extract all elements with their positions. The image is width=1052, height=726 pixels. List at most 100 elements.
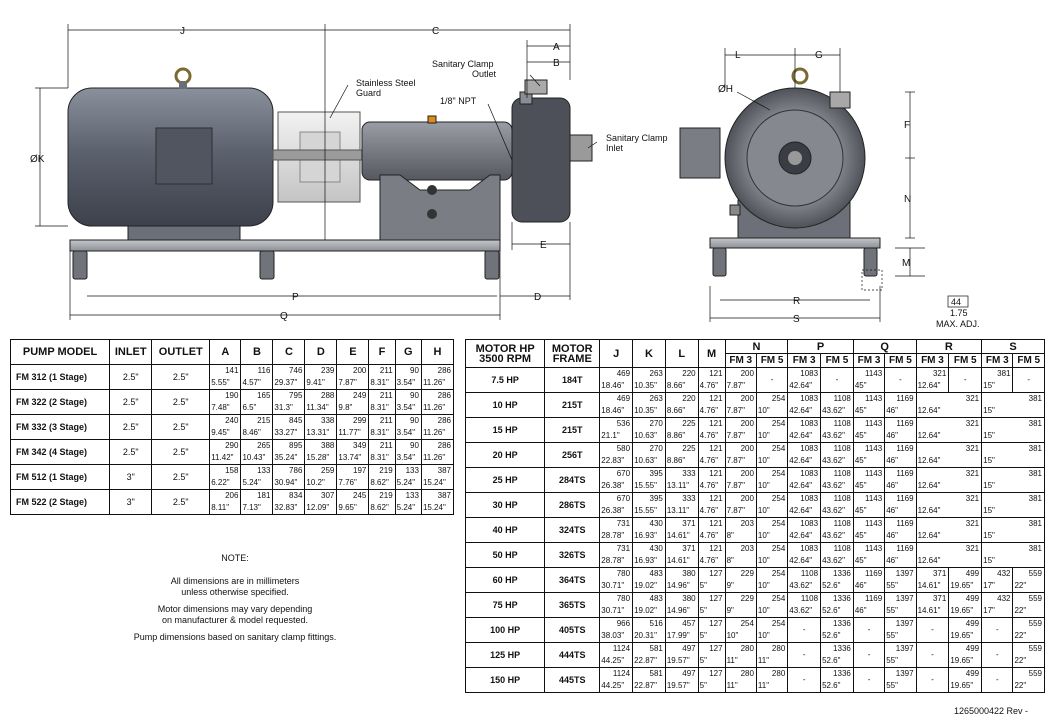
dim-G: G xyxy=(815,50,823,61)
value-inch: 11.26" xyxy=(422,403,446,412)
dim-H: ØH xyxy=(718,84,733,95)
value-mm: 249 xyxy=(353,391,367,400)
value-mm: 381 xyxy=(1028,444,1042,453)
value-mm: 321 xyxy=(965,544,980,553)
value-mm: 1336 xyxy=(833,669,851,678)
value-inch: 5.55" xyxy=(211,378,230,387)
value-inch: 42.64" xyxy=(789,481,813,490)
pump-inlet: 2.5" xyxy=(109,364,153,390)
value-inch: 16.93" xyxy=(634,531,657,540)
value-inch: 44.25" xyxy=(601,681,625,690)
value-mm: 469 xyxy=(616,369,631,378)
dim-C: C xyxy=(432,26,439,37)
value-mm: 1143 xyxy=(865,494,883,503)
motor-header-q: Q xyxy=(852,339,917,354)
motor-subheader-r-fm5: FM 5 xyxy=(948,353,983,368)
value-inch: 13.31" xyxy=(306,428,330,437)
value-mm: 1169 xyxy=(896,394,914,403)
value-inch: 15" xyxy=(983,556,995,565)
value-inch: 10" xyxy=(757,581,770,590)
motor-dim-r-fm3: - xyxy=(915,617,950,643)
value-inch: 46" xyxy=(886,431,898,440)
value-inch: 52.6" xyxy=(822,606,841,615)
value-mm: 1143 xyxy=(865,444,883,453)
value-inch: 17" xyxy=(983,606,995,615)
motor-dim-p-fm3: - xyxy=(787,642,822,668)
value-inch: 10" xyxy=(757,531,770,540)
value-inch: 26.38" xyxy=(601,481,625,490)
value-inch: 19.65" xyxy=(950,656,974,665)
value-inch: 55" xyxy=(886,631,898,640)
value-mm: 280 xyxy=(740,669,754,678)
dim-K: ØK xyxy=(30,154,45,165)
value-inch: 8.86" xyxy=(666,456,686,465)
value-mm: 286 xyxy=(437,416,451,425)
dim-R: R xyxy=(793,296,800,307)
callout-inlet-1: Sanitary Clamp xyxy=(606,133,668,143)
value-mm: 239 xyxy=(321,366,335,375)
value-mm: 200 xyxy=(740,369,754,378)
value-inch: 55" xyxy=(886,581,898,590)
value-mm: 1124 xyxy=(612,669,631,678)
value-mm: 121 xyxy=(709,419,723,428)
value-mm: 280 xyxy=(740,644,754,653)
motor-hp: 75 HP xyxy=(464,592,546,618)
oil-cap xyxy=(427,115,437,124)
value-inch: 7.87" xyxy=(726,406,745,415)
value-mm: 200 xyxy=(740,419,754,428)
value-mm: 1169 xyxy=(896,544,914,553)
value-mm: 219 xyxy=(379,491,393,500)
value-mm: 1336 xyxy=(833,619,851,628)
value-mm: 211 xyxy=(379,416,393,425)
value-mm: 1083 xyxy=(800,369,819,378)
value-mm: 497 xyxy=(682,644,696,653)
value-inch: 42.64" xyxy=(789,531,813,540)
value-inch: 46" xyxy=(854,581,867,590)
value-mm: 254 xyxy=(771,544,786,553)
value-mm: 254 xyxy=(771,619,786,628)
value-mm: 581 xyxy=(649,669,663,678)
value-inch: 43.62" xyxy=(822,456,845,465)
value-mm: 1108 xyxy=(833,469,851,478)
value-inch: 7.76" xyxy=(338,478,357,487)
value-inch: 45" xyxy=(854,481,867,490)
end-lifting-eye xyxy=(791,67,809,85)
motor-dim-q-fm3: - xyxy=(852,667,886,693)
motor-dim-p-fm3: - xyxy=(787,617,822,643)
value-mm: 1143 xyxy=(865,544,883,553)
value-inch: 15.24" xyxy=(422,503,446,512)
motor-frame: 445TS xyxy=(544,667,601,693)
